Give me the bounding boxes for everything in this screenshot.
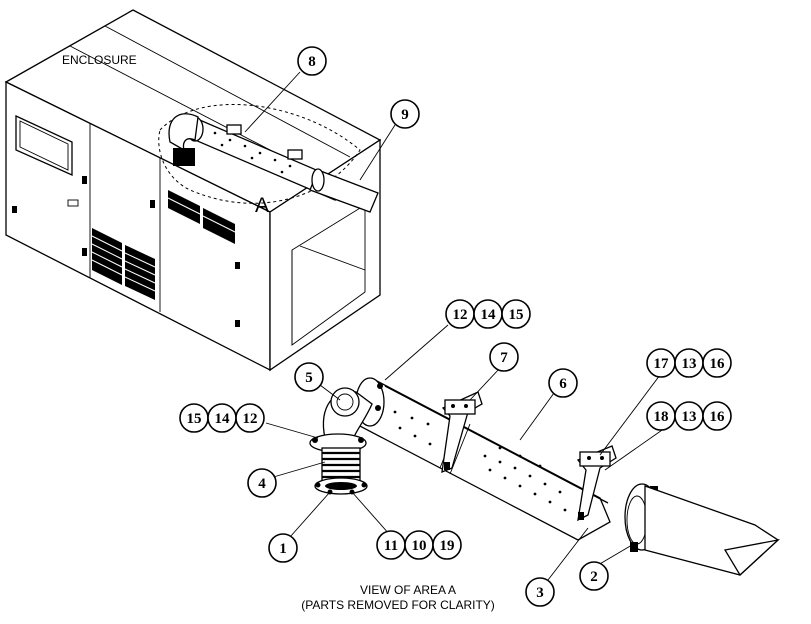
callout-13-upper: 13 (674, 348, 704, 378)
callout-13-lower: 13 (674, 401, 704, 431)
svg-text:16: 16 (710, 356, 726, 372)
view-caption-line1: VIEW OF AREA A (360, 583, 456, 597)
callout-16-lower: 16 (702, 401, 732, 431)
enclosure-label: ENCLOSURE (62, 53, 137, 67)
callout-12-left: 12 (235, 403, 265, 433)
callout-10: 10 (404, 530, 434, 560)
callout-12-top: 12 (445, 299, 475, 329)
callout-14-left: 14 (207, 403, 237, 433)
svg-text:7: 7 (500, 350, 508, 366)
callout-6: 6 (548, 368, 578, 398)
svg-text:6: 6 (559, 376, 567, 392)
callout-7: 7 (489, 342, 519, 372)
svg-text:5: 5 (305, 370, 313, 386)
svg-text:10: 10 (412, 538, 427, 554)
callout-5: 5 (294, 362, 324, 392)
svg-text:18: 18 (654, 409, 669, 425)
leader-lines (244, 71, 666, 581)
svg-text:17: 17 (654, 356, 670, 372)
callout-15-top: 15 (501, 299, 531, 329)
svg-text:11: 11 (384, 538, 398, 554)
exhaust-assembly-drawing (309, 377, 781, 577)
svg-text:16: 16 (710, 409, 726, 425)
callout-2: 2 (579, 561, 609, 591)
callout-11: 11 (376, 530, 406, 560)
callout-18: 18 (646, 401, 676, 431)
svg-text:15: 15 (187, 411, 202, 427)
svg-text:4: 4 (258, 476, 266, 492)
callout-16-upper: 16 (702, 348, 732, 378)
svg-text:15: 15 (509, 307, 524, 323)
callout-4: 4 (247, 468, 277, 498)
enclosure-drawing (4, 9, 382, 372)
callout-1: 1 (268, 533, 298, 563)
svg-text:1: 1 (279, 541, 287, 557)
svg-text:12: 12 (453, 307, 468, 323)
view-caption-line2: (PARTS REMOVED FOR CLARITY) (301, 598, 495, 612)
callout-19: 19 (432, 530, 462, 560)
svg-text:9: 9 (401, 107, 409, 123)
svg-text:12: 12 (243, 411, 258, 427)
svg-text:14: 14 (215, 411, 231, 427)
svg-text:19: 19 (440, 538, 455, 554)
callout-17: 17 (646, 348, 676, 378)
area-a-label: A (255, 194, 269, 217)
callout-8: 8 (297, 46, 327, 76)
svg-text:3: 3 (536, 585, 544, 601)
svg-text:2: 2 (590, 569, 598, 585)
svg-text:13: 13 (682, 409, 697, 425)
callout-3: 3 (525, 577, 555, 607)
svg-text:8: 8 (308, 54, 316, 70)
callout-15-left: 15 (179, 403, 209, 433)
callout-14-top: 14 (473, 299, 503, 329)
svg-text:14: 14 (481, 307, 497, 323)
svg-text:13: 13 (682, 356, 697, 372)
callout-9: 9 (390, 99, 420, 129)
